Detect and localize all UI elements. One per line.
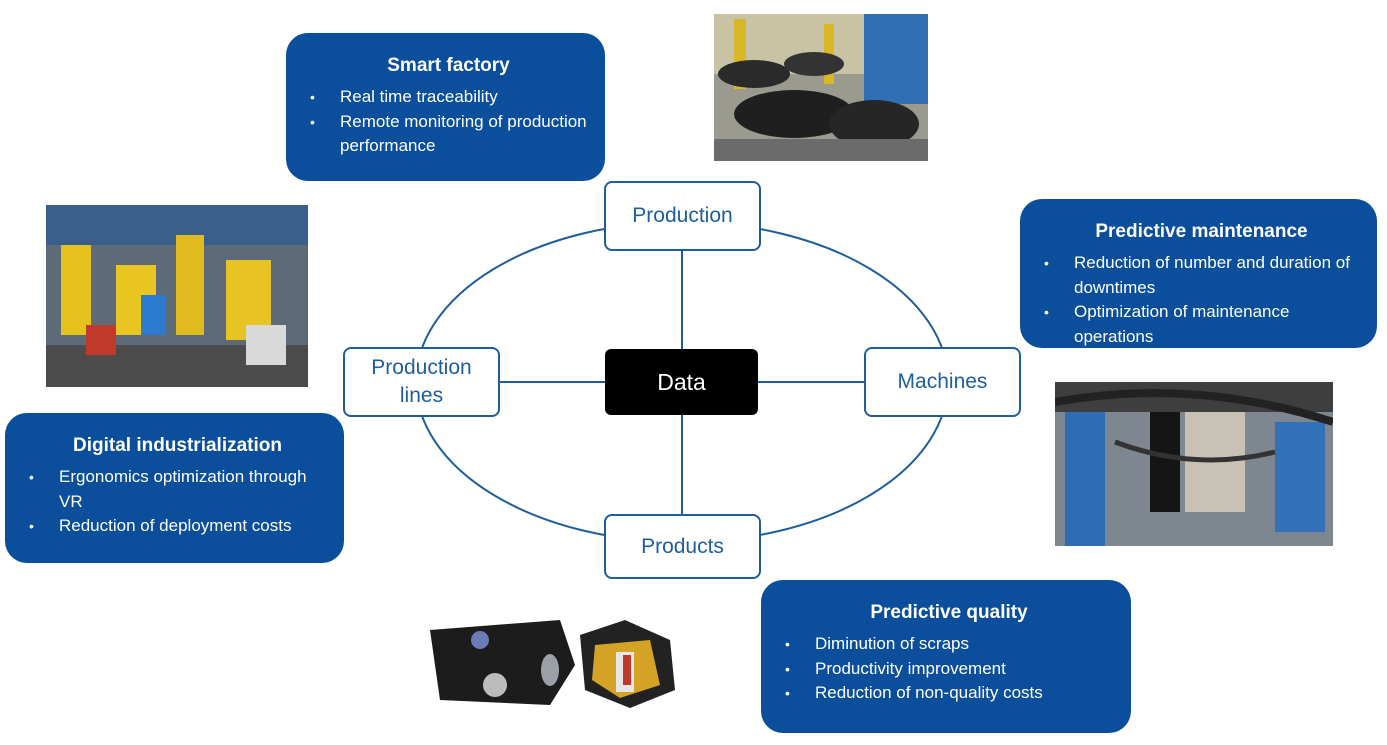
production-photo [714, 14, 928, 161]
card-predictive-quality: Predictive quality Diminution of scraps … [761, 580, 1131, 733]
node-production-lines: Production lines [343, 347, 500, 417]
card-title: Predictive quality [870, 602, 1028, 623]
card-item: Productivity improvement [785, 657, 1113, 682]
node-machines: Machines [864, 347, 1021, 417]
machines-photo [1055, 382, 1333, 546]
card-digital-industrialization: Digital industrialization Ergonomics opt… [5, 413, 344, 563]
card-item: Optimization of maintenance operations [1044, 300, 1359, 349]
card-item: Reduction of deployment costs [29, 514, 326, 539]
card-item: Real time traceability [310, 85, 587, 110]
card-item: Diminution of scraps [785, 632, 1113, 657]
card-list: Reduction of number and duration of down… [1044, 251, 1359, 349]
center-data-node: Data [605, 349, 758, 415]
card-item: Ergonomics optimization through VR [29, 465, 326, 514]
node-label: Production lines [371, 356, 472, 407]
node-production: Production [604, 181, 761, 251]
card-title: Digital industrialization [72, 435, 282, 456]
card-list: Real time traceability Remote monitoring… [310, 85, 587, 159]
card-list: Ergonomics optimization through VR Reduc… [29, 465, 326, 539]
products-photo [420, 610, 682, 710]
card-predictive-maintenance: Predictive maintenance Reduction of numb… [1020, 199, 1377, 348]
card-title: Smart factory [387, 55, 510, 76]
card-list: Diminution of scraps Productivity improv… [785, 632, 1113, 706]
production-lines-photo [46, 205, 308, 387]
node-products: Products [604, 514, 761, 579]
card-title: Predictive maintenance [1095, 221, 1308, 242]
card-item: Reduction of non-quality costs [785, 681, 1113, 706]
card-item: Reduction of number and duration of down… [1044, 251, 1359, 300]
card-smart-factory: Smart factory Real time traceability Rem… [286, 33, 605, 181]
card-item: Remote monitoring of production performa… [310, 110, 587, 159]
